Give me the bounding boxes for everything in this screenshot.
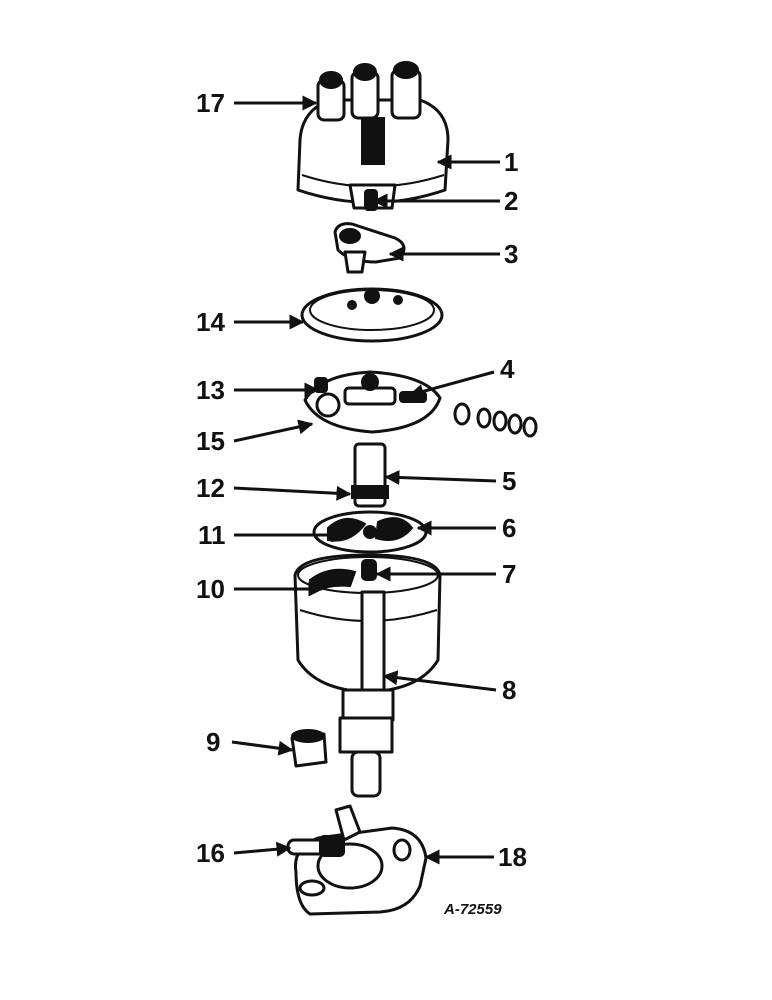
hold-down-clamp (286, 804, 428, 916)
callout-2: 2 (504, 186, 518, 216)
callout-9: 9 (206, 727, 220, 757)
dust-shield (300, 287, 444, 343)
callout-15: 15 (196, 426, 225, 456)
callout-3: 3 (504, 239, 518, 269)
callout-11: 11 (198, 520, 226, 550)
leader-12 (233, 485, 352, 501)
leader-lines (231, 95, 500, 865)
rotor (333, 222, 406, 274)
distributor-housing (293, 553, 442, 798)
callout-numbers: 17 1 2 3 14 4 13 15 5 12 6 11 7 10 8 9 1… (196, 88, 527, 872)
callout-17: 17 (196, 88, 225, 118)
leader-4 (408, 370, 495, 399)
leader-9 (231, 740, 294, 756)
leader-8 (382, 670, 497, 692)
callout-13: 13 (196, 375, 225, 405)
condenser-parts (453, 402, 538, 438)
callout-16: 16 (196, 838, 225, 868)
leader-16 (233, 841, 292, 857)
cam-shaft (351, 442, 389, 508)
callout-1: 1 (504, 147, 518, 177)
distributor-cap (296, 61, 450, 211)
callout-4: 4 (500, 354, 515, 384)
callout-5: 5 (502, 466, 516, 496)
drawing-id: A-72559 (443, 901, 502, 918)
callout-14: 14 (196, 307, 225, 337)
callout-8: 8 (502, 675, 516, 705)
leader-5 (384, 469, 497, 485)
leader-15 (233, 419, 314, 443)
callout-10: 10 (196, 574, 225, 604)
breaker-plate (303, 370, 442, 434)
callout-6: 6 (502, 513, 516, 543)
advance-weights (312, 510, 428, 554)
callout-7: 7 (502, 559, 516, 589)
callout-12: 12 (196, 473, 225, 503)
callout-18: 18 (498, 842, 527, 872)
bushing (290, 729, 328, 768)
